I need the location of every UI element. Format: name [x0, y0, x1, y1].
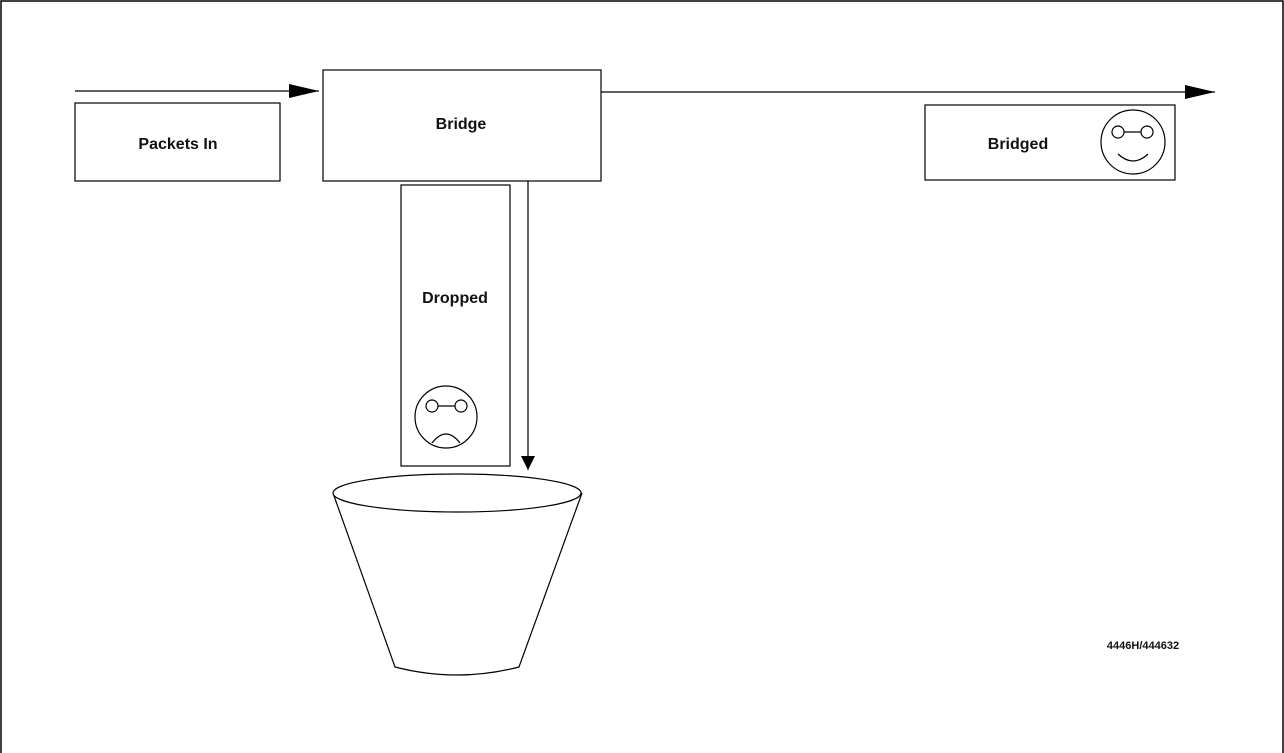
bridged-box — [925, 105, 1175, 180]
dropped-node: Dropped — [401, 185, 510, 466]
packets-in-node: Packets In — [75, 103, 280, 181]
packets-in-label: Packets In — [138, 136, 217, 153]
figure-id: 4446H/444632 — [1107, 640, 1179, 652]
bucket-icon — [333, 474, 582, 675]
bridged-node: Bridged — [925, 105, 1175, 180]
dropped-box — [401, 185, 510, 466]
dropped-label: Dropped — [422, 290, 488, 307]
bridge-label: Bridge — [436, 116, 487, 133]
bridge-node: Bridge — [323, 70, 601, 181]
bridged-label: Bridged — [988, 136, 1048, 153]
